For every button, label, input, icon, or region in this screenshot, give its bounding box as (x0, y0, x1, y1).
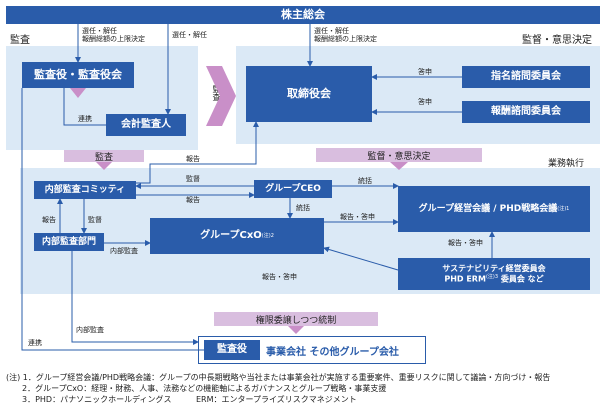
execution-section-title: 業務執行 (548, 159, 585, 169)
group-mgmt-box: グループ経営会議 / PHD戦略会議(注)1 (398, 186, 590, 232)
group-ceo-box: グループCEO (254, 180, 332, 198)
group-cxo-note: (注)2 (261, 233, 274, 239)
footnote-3: 3．PHD：パナソニックホールディングス (22, 395, 172, 404)
report-answer-label-1: 報告・答申 (340, 213, 375, 221)
report-to-committee-label: 報告 (186, 196, 200, 204)
subsidiary-auditor-box: 監査役 (204, 340, 260, 360)
footnote-2: 2．グループCxO：経理・財務、人事、法務などの機能軸によるガバナンスとグループ… (22, 384, 387, 393)
group-mgmt-note: (注)1 (557, 206, 570, 212)
audit-arrow-label: 監査 (212, 85, 221, 101)
audit-section-title: 監査 (10, 35, 30, 46)
appoint-label-1: 選任・解任報酬総額の上限決定 (82, 27, 145, 44)
group-mgmt-label: グループ経営会議 / PHD戦略会議 (418, 203, 558, 214)
accounting-auditor-box: 会計監査人 (106, 114, 186, 136)
delegate-label-2: 統括 (296, 204, 310, 212)
footnote-1: (注) 1．グループ経営会議/PHD戦略会議：グループの中長期戦略や当社または事… (6, 373, 551, 382)
cooperation-label: 連携 (78, 115, 92, 123)
appoint-label-2: 選任・解任 (172, 31, 207, 39)
group-cxo-label: グループCxO (200, 230, 262, 241)
sustainability-line2: PHD ERM(注)3 委員会 など (444, 273, 544, 284)
supervise-label: 監督 (186, 175, 200, 183)
cooperation-label-2: 連携 (28, 339, 42, 347)
audit-band: 監査 (64, 150, 144, 163)
internal-audit-dept-box: 内部監査部門 (34, 233, 104, 251)
supervision-section-title: 監督・意思決定 (522, 35, 592, 46)
delegation-band: 権限委譲しつつ統制 (214, 312, 378, 326)
supervision-band: 監督・意思決定 (316, 148, 482, 162)
internal-audit-label: 内部監査 (110, 247, 138, 255)
compensation-report-label: 答申 (418, 98, 432, 106)
report-answer-label-2: 報告・答申 (448, 239, 483, 247)
delegate-label: 統括 (358, 177, 372, 185)
sustainability-box: サステナビリティ経営委員会 PHD ERM(注)3 委員会 など (398, 258, 590, 290)
board-box: 取締役会 (246, 66, 372, 122)
sustainability-line1: サステナビリティ経営委員会 (442, 264, 546, 274)
report-to-board-label: 報告 (186, 155, 200, 163)
report-left-label: 報告 (42, 216, 56, 224)
subsidiaries-label: 事業会社 その他グループ会社 (266, 347, 399, 358)
internal-audit-committee-box: 内部監査コミッティ (34, 181, 136, 199)
audit-committee-box: 監査役・監査役会 (22, 62, 134, 88)
group-cxo-box: グループCxO(注)2 (150, 218, 324, 254)
nomination-committee-box: 指名諮問委員会 (462, 66, 590, 88)
appoint-label-3: 選任・解任報酬総額の上限決定 (314, 27, 377, 44)
supervise-left-label: 監督 (88, 216, 102, 224)
shareholders-meeting: 株主総会 (6, 6, 600, 24)
footnote-4: ERM：エンタープライズリスクマネジメント (196, 395, 357, 404)
report-answer-label-3: 報告・答申 (262, 273, 297, 281)
internal-audit-label-2: 内部監査 (76, 326, 104, 334)
nomination-report-label: 答申 (418, 68, 432, 76)
delegation-band-arrow (288, 326, 304, 334)
compensation-committee-box: 報酬諮問委員会 (462, 101, 590, 123)
